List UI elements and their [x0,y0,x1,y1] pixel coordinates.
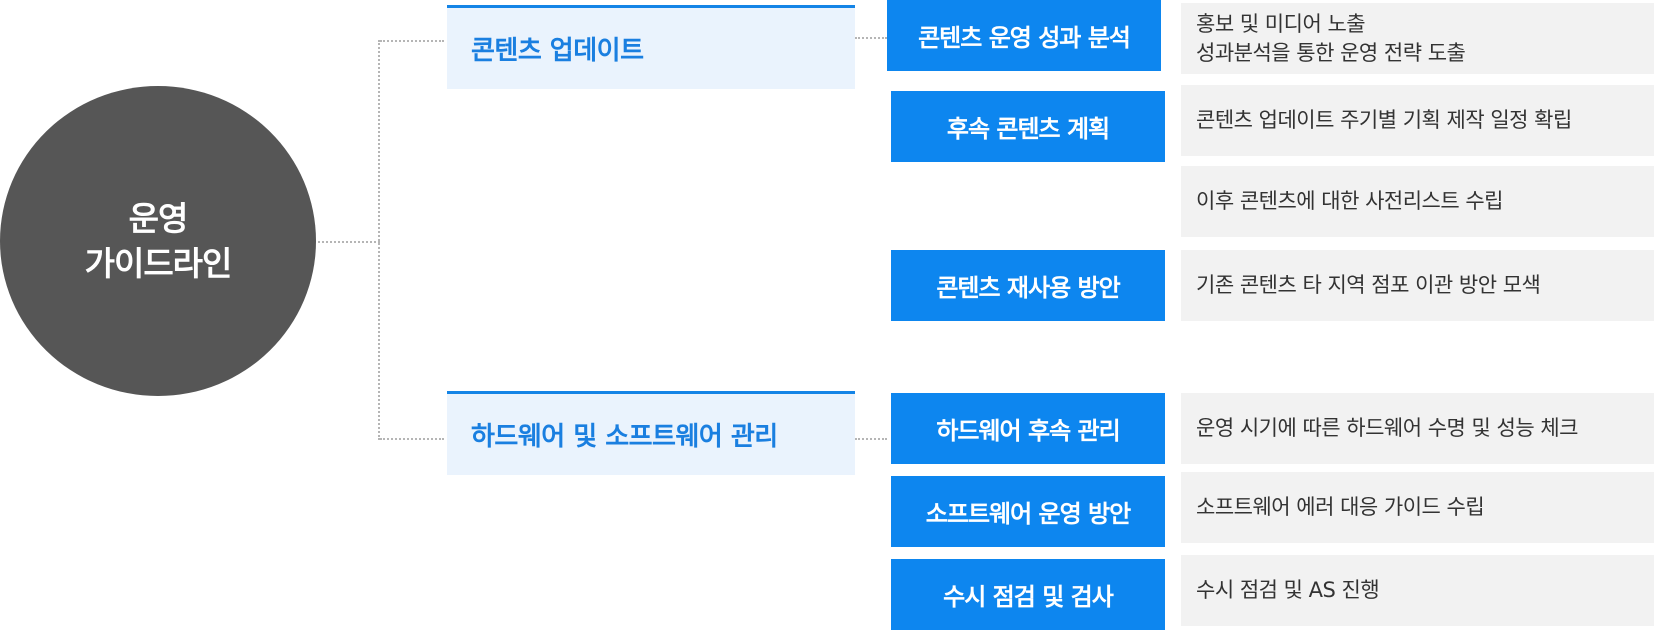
category-content-update: 콘텐츠 업데이트 [447,5,855,89]
desc-hardware-follow-up: 운영 시기에 따른 하드웨어 수명 및 성능 체크 [1181,393,1654,464]
category-hw-sw-management: 하드웨어 및 소프트웨어 관리 [447,391,855,475]
connector-cat-1 [380,40,444,42]
root-label-line1: 운영 [128,199,189,238]
connector-trunk [378,40,380,440]
connector-cat-2 [380,438,444,440]
desc-software-operation: 소프트웨어 에러 대응 가이드 수립 [1181,472,1654,543]
desc-performance-analysis: 홍보 및 미디어 노출 성과분석을 통한 운영 전략 도출 [1181,3,1654,74]
desc-line: 이후 콘텐츠에 대한 사전리스트 수립 [1196,189,1504,213]
sub-item-label: 콘텐츠 운영 성과 분석 [918,24,1131,52]
sub-item-performance-analysis: 콘텐츠 운영 성과 분석 [887,0,1161,71]
desc-follow-up-plan: 콘텐츠 업데이트 주기별 기획 제작 일정 확립 [1181,85,1654,156]
connector-root [318,241,380,243]
sub-item-label: 후속 콘텐츠 계획 [946,115,1110,143]
desc-follow-up-prelist: 이후 콘텐츠에 대한 사전리스트 수립 [1181,166,1654,237]
root-label-line2: 가이드라인 [84,244,233,283]
sub-item-label: 하드웨어 후속 관리 [936,417,1120,445]
category-title: 하드웨어 및 소프트웨어 관리 [471,422,778,452]
desc-content-reuse: 기존 콘텐츠 타 지역 점포 이관 방안 모색 [1181,250,1654,321]
desc-line: 홍보 및 미디어 노출 [1196,11,1366,36]
connector-sub-2 [855,438,887,440]
sub-item-regular-inspection: 수시 점검 및 검사 [891,559,1165,630]
desc-line: 콘텐츠 업데이트 주기별 기획 제작 일정 확립 [1196,108,1572,132]
desc-line: 기존 콘텐츠 타 지역 점포 이관 방안 모색 [1196,273,1541,297]
connector-sub-1 [855,37,887,39]
desc-line: 성과분석을 통한 운영 전략 도출 [1196,40,1466,65]
desc-line: 소프트웨어 에러 대응 가이드 수립 [1196,495,1485,519]
root-node: 운영 가이드라인 [0,86,316,396]
sub-item-hardware-follow-up: 하드웨어 후속 관리 [891,393,1165,464]
desc-line: 운영 시기에 따른 하드웨어 수명 및 성능 체크 [1196,416,1579,440]
sub-item-follow-up-plan: 후속 콘텐츠 계획 [891,91,1165,162]
category-title: 콘텐츠 업데이트 [471,36,644,66]
sub-item-label: 수시 점검 및 검사 [943,583,1114,611]
sub-item-label: 소프트웨어 운영 방안 [925,500,1131,528]
desc-regular-inspection: 수시 점검 및 AS 진행 [1181,555,1654,626]
sub-item-software-operation: 소프트웨어 운영 방안 [891,476,1165,547]
sub-item-content-reuse: 콘텐츠 재사용 방안 [891,250,1165,321]
sub-item-label: 콘텐츠 재사용 방안 [936,274,1120,302]
desc-line: 수시 점검 및 AS 진행 [1196,578,1380,602]
